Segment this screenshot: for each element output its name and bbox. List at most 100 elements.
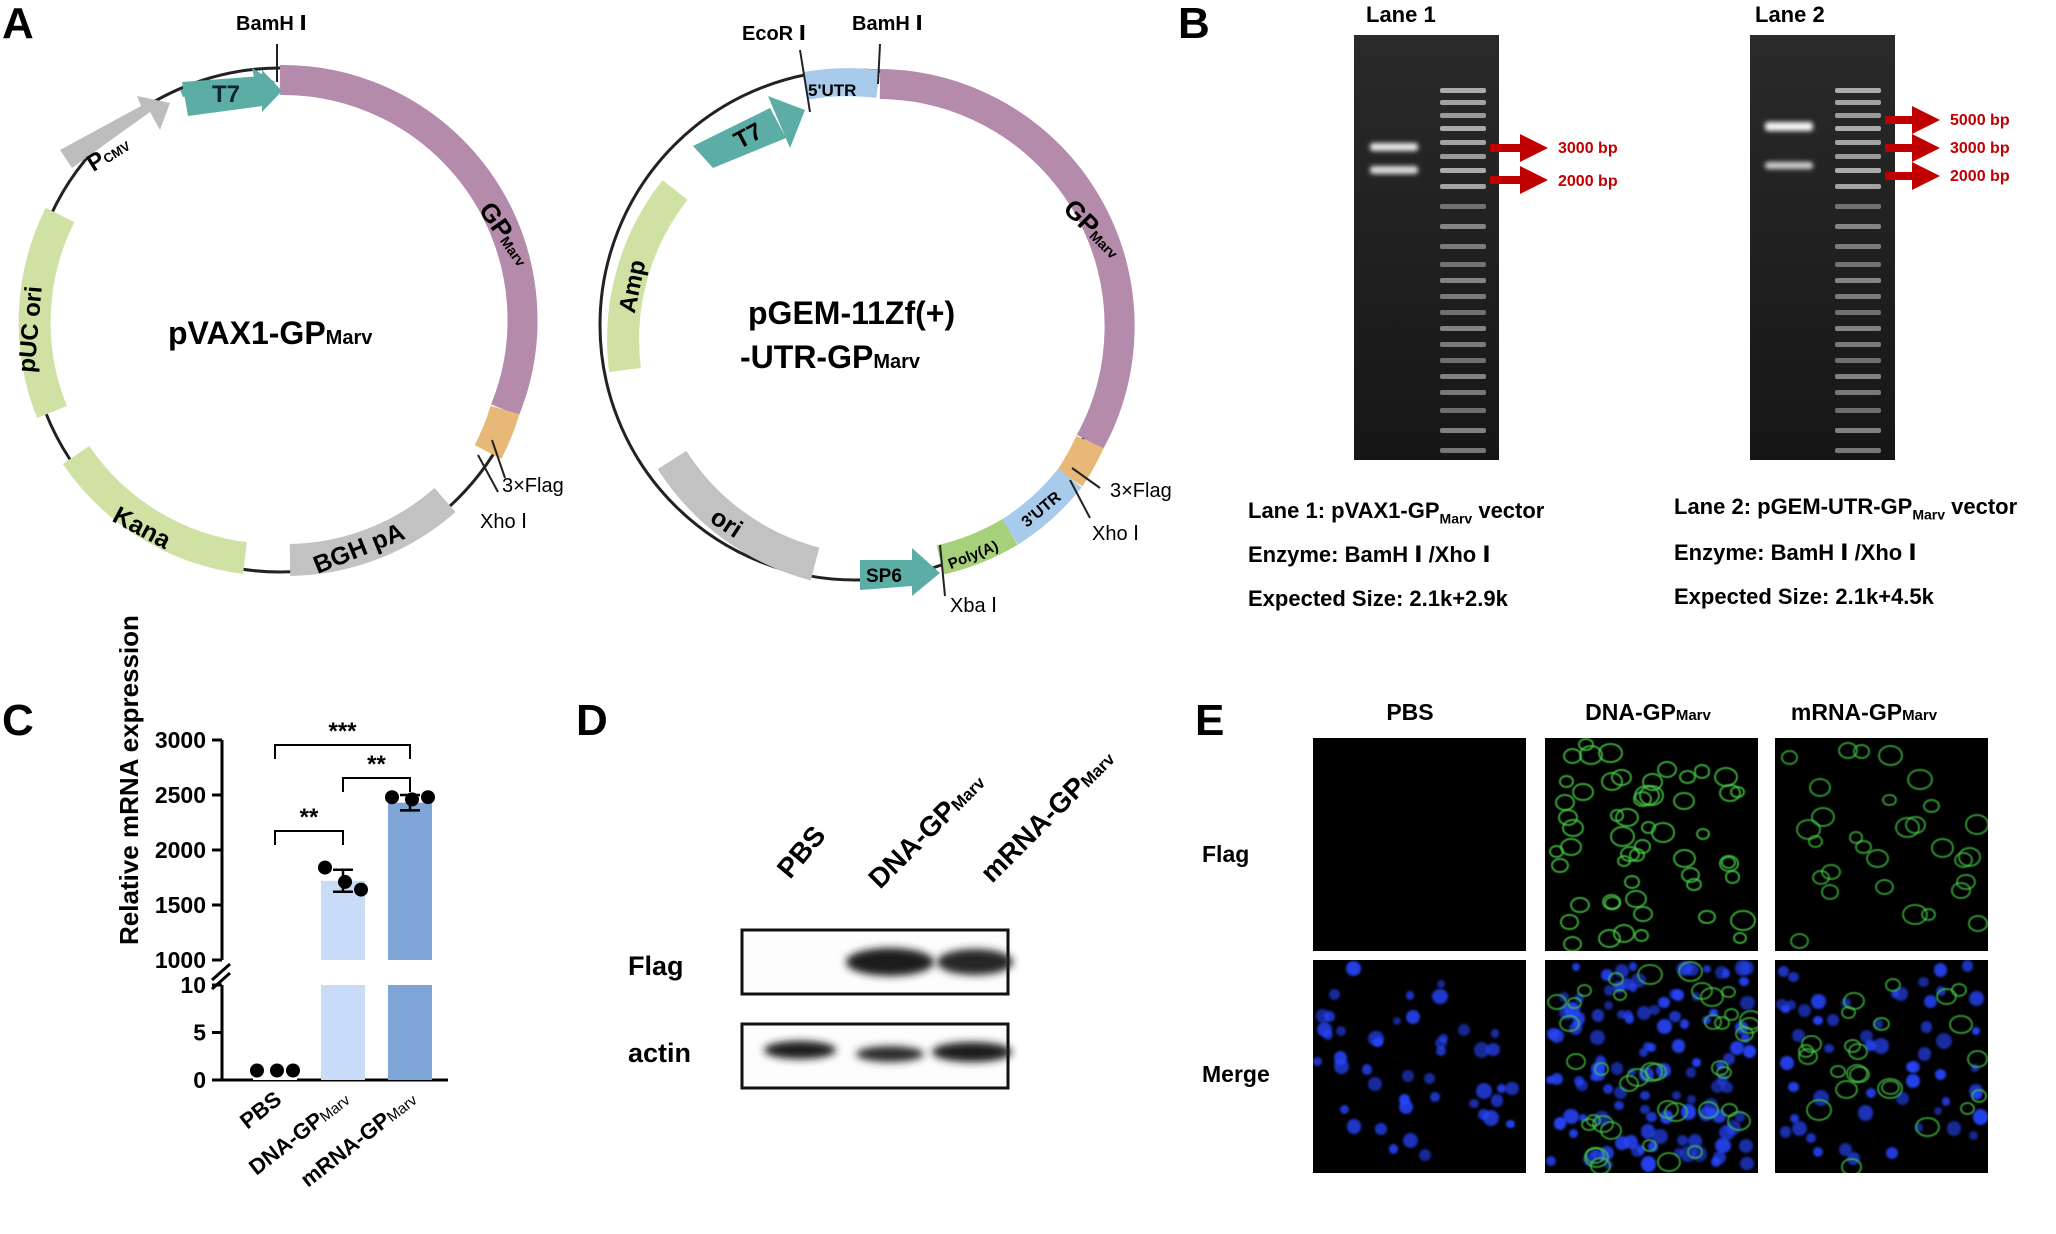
gel2-sample-band-lower — [1765, 162, 1813, 169]
nucleus — [1905, 1074, 1920, 1089]
nucleus — [1550, 1072, 1563, 1085]
nucleus — [1602, 1083, 1614, 1095]
flag-signal — [1723, 1007, 1740, 1022]
if-col-dna: DNA-GPMarv — [1585, 699, 1711, 725]
flag-signal — [1953, 851, 1973, 868]
flag-signal — [1970, 1088, 1988, 1103]
gel2-marker-label-5000: 5000 bp — [1950, 112, 2010, 129]
gel2-marker-arrow-5000 — [1885, 106, 1940, 134]
plasmid1-gp-segment — [279, 64, 538, 416]
flag-signal — [1698, 1101, 1720, 1119]
nucleus — [1473, 1042, 1490, 1058]
nucleus — [1638, 1048, 1648, 1058]
nucleus — [1612, 980, 1625, 993]
nucleus — [1709, 1008, 1718, 1018]
nucleus — [1971, 1063, 1980, 1072]
nucleus — [1430, 1092, 1440, 1102]
nucleus — [1547, 1028, 1560, 1041]
nucleus — [1646, 1111, 1657, 1123]
flag-signal — [1719, 855, 1739, 872]
nucleus — [1436, 979, 1445, 988]
plasmid2-bamh-site: BamH Ⅰ — [852, 13, 923, 35]
nucleus — [1738, 1138, 1753, 1153]
flag-signal — [1959, 1102, 1975, 1116]
nucleus — [1866, 1087, 1877, 1098]
flag-signal — [1558, 775, 1574, 789]
nucleus — [1469, 1098, 1479, 1109]
wb-col-mrna: mRNA-GPMarv — [974, 742, 1120, 888]
if-col-pbs: PBS — [1386, 699, 1433, 725]
nucleus — [1640, 1091, 1650, 1101]
flag-signal — [1915, 1116, 1941, 1138]
chart-y-tick-label: 3000 — [155, 727, 206, 753]
flag-signal — [1566, 996, 1582, 1010]
gel1-ladder-band — [1440, 140, 1486, 145]
nucleus — [1941, 1097, 1951, 1106]
nucleus — [1432, 988, 1448, 1005]
gel1-ladder-band — [1440, 126, 1486, 131]
chart-y-tick-label: 0 — [193, 1067, 206, 1093]
nucleus — [1486, 1042, 1500, 1057]
nucleus — [1968, 1130, 1978, 1140]
nucleus — [1692, 1058, 1702, 1068]
flag-signal — [1562, 936, 1583, 951]
flag-signal — [1798, 1048, 1819, 1065]
gel2-ladder — [1835, 88, 1881, 453]
panel-letter-b: B — [1178, 0, 1210, 48]
flag-signal — [1700, 987, 1724, 1007]
nucleus — [1961, 960, 1973, 972]
plasmid1-flag-segment — [474, 405, 520, 459]
nucleus — [1621, 978, 1633, 990]
gel2-ladder-band — [1835, 154, 1881, 159]
nucleus — [1972, 1109, 1988, 1125]
gel1-ladder-band — [1440, 204, 1486, 209]
flag-signal — [1609, 825, 1636, 847]
gel1-marker-label-3000: 3000 bp — [1558, 140, 1618, 157]
wb-actin-band-pbs — [764, 1041, 836, 1059]
nucleus — [1805, 1133, 1816, 1144]
nucleus — [1505, 1081, 1519, 1096]
panel-letter-d: D — [576, 696, 608, 745]
gel1-ladder-band — [1440, 184, 1486, 189]
flag-signal — [1693, 764, 1711, 779]
chart-significance-bracket — [342, 777, 411, 792]
nucleus — [1858, 1105, 1874, 1121]
chart-significance-bracket — [274, 830, 344, 845]
gel2-info-line3: Expected Size: 2.1k+4.5k — [1674, 584, 1934, 609]
nucleus — [1553, 1117, 1567, 1131]
nucleus — [1373, 1037, 1384, 1048]
nucleus — [1739, 995, 1755, 1011]
nucleus — [1679, 1019, 1690, 1029]
gel1-ladder-band — [1440, 100, 1486, 105]
nucleus — [1589, 1030, 1605, 1046]
wb-flag-band-mrna — [937, 949, 1013, 975]
nucleus — [1316, 1021, 1333, 1038]
nucleus — [1740, 1156, 1754, 1170]
flag-signal — [1612, 988, 1628, 1002]
flag-signal — [1931, 838, 1955, 858]
flag-signal — [1949, 1014, 1973, 1035]
gel2-marker-label-2000: 2000 bp — [1950, 168, 2010, 185]
panel-letter-a: A — [2, 0, 34, 48]
if-image-flag-mrna — [1775, 738, 1988, 951]
plasmid2-ecor-site: EcoR Ⅰ — [742, 23, 806, 45]
flag-signal — [1611, 768, 1632, 786]
chart-data-point — [338, 874, 352, 889]
nucleus — [1636, 1145, 1646, 1154]
chart-y-tick-label: 5 — [193, 1020, 206, 1046]
nucleus — [1946, 1121, 1962, 1136]
nucleus — [1743, 1045, 1757, 1059]
nucleus — [1907, 1060, 1920, 1073]
chart-bar — [388, 802, 432, 960]
nucleus — [1388, 1144, 1398, 1154]
nucleus — [1579, 1114, 1588, 1123]
plasmid1-name: pVAX1-GPMarv — [168, 315, 373, 351]
nucleus — [1864, 1039, 1877, 1052]
wb-col-dna: DNA-GPMarv — [862, 766, 990, 894]
nucleus — [1687, 1134, 1702, 1149]
nucleus — [1972, 1026, 1981, 1035]
flag-signal — [1716, 1065, 1733, 1080]
gel2-ladder-band — [1835, 168, 1881, 173]
flag-signal — [1581, 1117, 1597, 1131]
